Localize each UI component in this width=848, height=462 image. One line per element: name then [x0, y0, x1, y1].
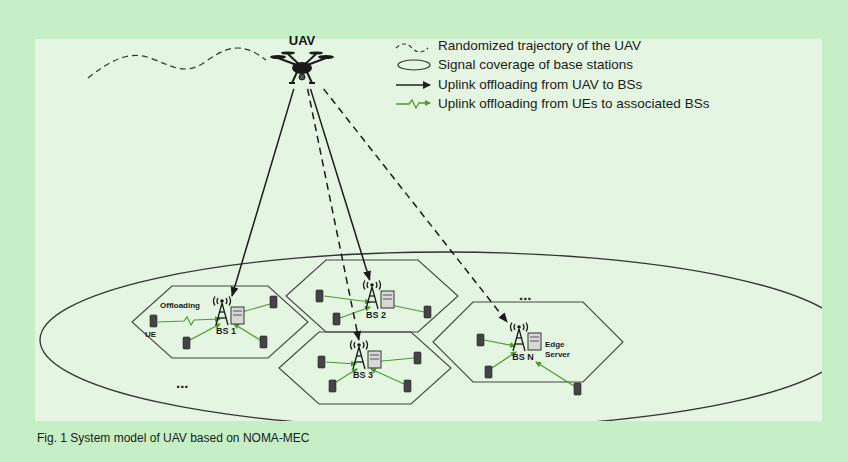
- legend-text: Signal coverage of base stations: [438, 57, 633, 73]
- node-text: BS N: [501, 352, 545, 362]
- base-station: BS 2: [354, 280, 398, 320]
- base-station-icon: [354, 280, 398, 310]
- node-icon: [270, 49, 334, 89]
- uav-node: UAV: [270, 34, 334, 89]
- node-icon: [501, 322, 545, 352]
- base-station: BS 1: [204, 296, 248, 336]
- ellipsis: ...: [176, 374, 189, 392]
- node-text: BS 2: [354, 310, 398, 320]
- uav-trajectory: [88, 48, 266, 78]
- ellipsis: ...: [519, 286, 532, 304]
- offloading-label: Offloading: [160, 301, 200, 311]
- base-station-icon: [501, 322, 545, 352]
- cell-hexagon: [132, 286, 308, 358]
- ue-label: UE: [145, 330, 156, 340]
- cell-hexagon: [279, 332, 451, 404]
- ue-links: [158, 296, 574, 386]
- figure-caption: Fig. 1 System model of UAV based on NOMA…: [37, 431, 310, 445]
- legend-text: Uplink offloading from UAV to BSs: [438, 77, 642, 93]
- offload-arrow: [308, 89, 359, 340]
- node-icon: [354, 280, 398, 310]
- node-text: UAV: [270, 34, 334, 49]
- node-text: BS 3: [341, 370, 385, 380]
- ue-phones: [150, 290, 581, 395]
- edge-server-label: Edge Server: [545, 340, 579, 359]
- offload-arrow: [311, 89, 370, 280]
- legend-zigzag-sample: [396, 100, 430, 108]
- cell-hexagon: [433, 302, 623, 382]
- coverage-ellipse: [40, 252, 822, 421]
- legend-arrow-sample: [396, 84, 430, 85]
- cell-hexagon: [286, 260, 458, 332]
- offload-arrow: [324, 89, 508, 322]
- base-station: BS N: [501, 322, 545, 362]
- legend-dashed-sample: [396, 44, 428, 52]
- node-text: BS 1: [204, 326, 248, 336]
- node-icon: [341, 340, 385, 370]
- base-station-icon: [341, 340, 385, 370]
- legend-ellipse-sample: [398, 60, 430, 70]
- node-icon: [204, 296, 248, 326]
- legend-text: Uplink offloading from UEs to associated…: [438, 96, 709, 112]
- base-station: BS 3: [341, 340, 385, 380]
- uav-icon: [270, 49, 334, 89]
- legend-text: Randomized trajectory of the UAV: [438, 38, 641, 54]
- base-station-icon: [204, 296, 248, 326]
- offload-arrow: [232, 89, 294, 296]
